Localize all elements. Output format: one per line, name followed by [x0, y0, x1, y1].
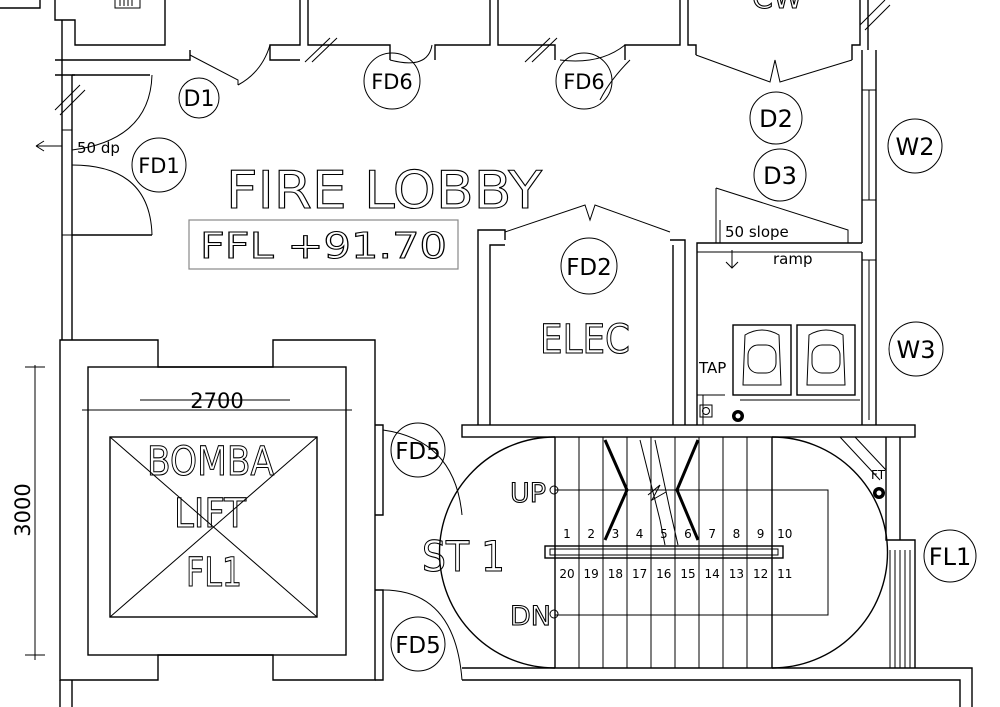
- door-fd5: [375, 424, 463, 681]
- room-label-elec: ELEC: [540, 317, 630, 363]
- tag-fd5-upper: FD5: [390, 422, 446, 478]
- tag-fd1: FD1: [131, 137, 187, 193]
- note-tap: TAP: [698, 359, 726, 377]
- svg-text:W3: W3: [897, 336, 936, 364]
- stair: [438, 436, 889, 669]
- tag-fd6-left: FD6: [363, 52, 421, 110]
- tag-fl1: FL1: [923, 529, 977, 583]
- lift-label-line3: FL1: [186, 550, 242, 596]
- svg-text:FD6: FD6: [371, 70, 413, 94]
- dimension-lift-height: 3000: [11, 483, 35, 536]
- svg-text:FD1: FD1: [138, 154, 180, 178]
- room-label-fire-lobby: FIRE LOBBY: [226, 161, 542, 221]
- stair-step-number: 19: [584, 567, 599, 581]
- tag-fd6-right: FD6: [555, 52, 613, 110]
- lift-label-line1: BOMBA: [147, 439, 275, 485]
- tag-fd5-lower: FD5: [390, 616, 446, 672]
- svg-text:FD5: FD5: [395, 633, 441, 659]
- stair-step-number: 5: [660, 527, 668, 541]
- room-label-top-partial: CW: [752, 0, 803, 16]
- tag-d3: D3: [753, 148, 807, 202]
- stair-step-number: 12: [753, 567, 768, 581]
- svg-text:W2: W2: [896, 133, 935, 161]
- dimension-lift-width: 2700: [190, 389, 243, 413]
- door-swing-d2: [695, 54, 853, 83]
- svg-text:D1: D1: [184, 87, 215, 112]
- stair-step-number: 2: [587, 527, 595, 541]
- stair-step-number: 3: [612, 527, 620, 541]
- svg-text:D2: D2: [759, 105, 793, 133]
- stair-step-number: 17: [632, 567, 647, 581]
- stair-step-numbers-top: 1 2 3 4 5 6 7 8 9 10: [563, 527, 792, 541]
- stair-step-number: 16: [656, 567, 671, 581]
- stair-step-number: 15: [680, 567, 695, 581]
- elec-room: [477, 204, 686, 425]
- note-ft: FT: [871, 468, 886, 482]
- stair-step-number: 18: [608, 567, 623, 581]
- tag-w3: W3: [888, 321, 944, 377]
- door-swing-d1: [189, 44, 271, 86]
- stair-slab: [461, 424, 973, 707]
- tag-d1: D1: [178, 77, 220, 119]
- stair-step-number: 14: [705, 567, 720, 581]
- svg-text:FD2: FD2: [566, 255, 612, 281]
- stair-step-number: 20: [559, 567, 574, 581]
- right-wall: [861, 50, 877, 426]
- stair-step-number: 9: [757, 527, 765, 541]
- stair-step-number: 10: [777, 527, 792, 541]
- note-slope: 50 slope: [725, 223, 789, 241]
- lift-shaft: [25, 339, 376, 707]
- tag-d2: D2: [749, 91, 803, 145]
- top-walls: [0, 0, 891, 116]
- svg-text:FD5: FD5: [395, 439, 441, 465]
- note-ramp: ramp: [773, 250, 813, 268]
- tag-fd2: FD2: [560, 237, 618, 295]
- left-wall: [35, 20, 153, 340]
- stair-up-label: UP: [510, 478, 546, 509]
- stair-label: ST 1: [422, 532, 505, 581]
- stair-dn-label: DN: [510, 601, 551, 632]
- stair-step-numbers-bottom: 20 19 18 17 16 15 14 13 12 11: [559, 567, 792, 581]
- service-room: [696, 187, 862, 425]
- lift-label-line2: LIFT: [174, 491, 246, 537]
- svg-text:FL1: FL1: [929, 543, 971, 571]
- note-drop: 50 dp: [77, 139, 120, 157]
- stair-step-number: 4: [636, 527, 644, 541]
- svg-text:FD6: FD6: [563, 70, 605, 94]
- stair-step-number: 1: [563, 527, 571, 541]
- svg-text:D3: D3: [763, 162, 797, 190]
- door-swing-fd6: [389, 44, 631, 101]
- stair-step-number: 8: [733, 527, 741, 541]
- stair-step-number: 6: [684, 527, 692, 541]
- stair-step-number: 13: [729, 567, 744, 581]
- ffl-level: FFL +91.70: [200, 226, 447, 267]
- stair-step-number: 11: [777, 567, 792, 581]
- stair-step-number: 7: [708, 527, 716, 541]
- tag-w2: W2: [887, 118, 943, 174]
